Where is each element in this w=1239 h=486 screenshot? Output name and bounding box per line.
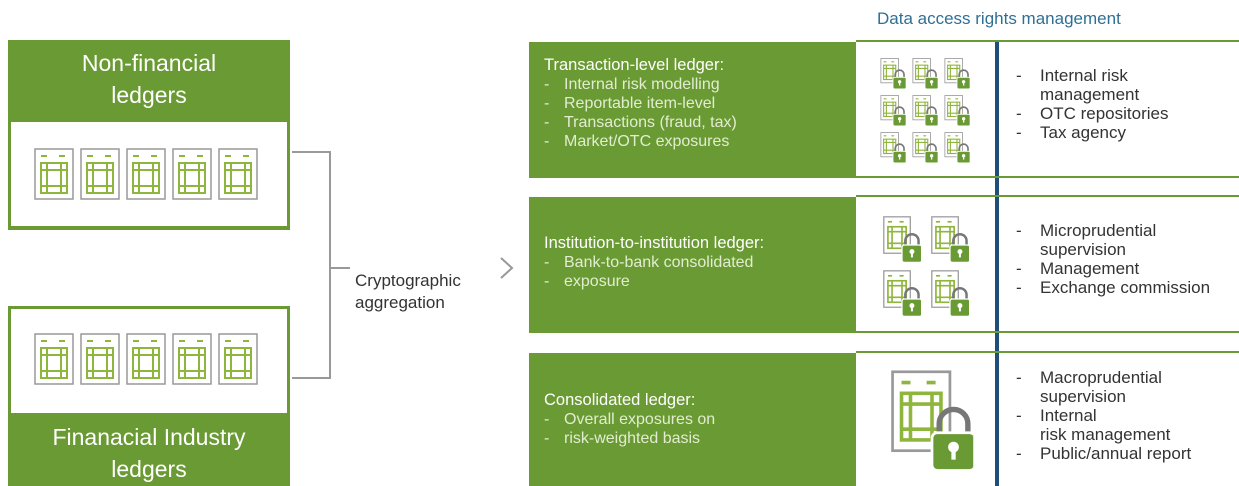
locked-ledger-icon: [912, 58, 938, 90]
row2-top-border: [856, 195, 1239, 197]
institution-ledger-title: Institution-to-institution ledger:: [544, 234, 765, 252]
institution-access-list: Microprudential supervision Management E…: [1016, 221, 1210, 297]
transaction-ledger-icon-grid: [880, 58, 972, 164]
financial-ledger-box: [11, 309, 287, 413]
institution-ledger-icon-grid: [882, 216, 972, 318]
consolidated-ledger-items: Overall exposures on risk-weighted basis: [544, 410, 715, 448]
financial-ledgers-panel: Finanacial Industry ledgers: [8, 306, 290, 486]
locked-ledger-icon: [912, 132, 938, 164]
access-item: Exchange commission: [1016, 278, 1210, 297]
locked-ledger-icon: [944, 95, 970, 127]
access-item: supervision: [1040, 240, 1126, 259]
row1-top-border: [856, 40, 1239, 42]
connector-label-line1: Cryptographic: [355, 271, 461, 290]
locked-ledger-icon: [930, 270, 970, 318]
financial-title: Finanacial Industry ledgers: [8, 421, 290, 485]
connector-line-top: [292, 151, 331, 379]
locked-ledger-icon: [887, 370, 977, 474]
access-item: supervision: [1040, 387, 1126, 406]
row1-bottom-border: [856, 176, 1239, 178]
locked-ledger-icon: [930, 216, 970, 264]
list-item: risk-weighted basis: [544, 429, 715, 448]
transaction-ledger-panel: Transaction-level ledger: Internal risk …: [529, 42, 856, 178]
locked-ledger-icon: [880, 132, 906, 164]
locked-ledger-icon: [944, 132, 970, 164]
list-item: Internal risk modelling: [544, 75, 737, 94]
nonfinancial-title: Non-financial ledgers: [8, 40, 290, 111]
row2-bottom-border: [856, 331, 1239, 333]
locked-ledger-icon: [882, 216, 922, 264]
row3-top-border: [856, 351, 1239, 353]
transaction-ledger-items: Internal risk modelling Reportable item-…: [544, 75, 737, 151]
consolidated-ledger-panel: Consolidated ledger: Overall exposures o…: [529, 353, 856, 486]
locked-ledger-icon: [880, 58, 906, 90]
access-item: management: [1040, 85, 1140, 104]
access-item: OTC repositories: [1016, 104, 1168, 123]
transaction-ledger-title: Transaction-level ledger:: [544, 56, 725, 74]
transaction-access-list: Internal risk management OTC repositorie…: [1016, 66, 1168, 142]
nonfinancial-title-line2: ledgers: [111, 82, 187, 108]
financial-title-line1: Finanacial Industry: [52, 424, 246, 450]
access-item: Internal: [1016, 406, 1191, 425]
access-item: risk management: [1040, 425, 1171, 444]
financial-title-line2: ledgers: [111, 456, 187, 482]
access-item: Internal risk: [1016, 66, 1168, 85]
access-item: Tax agency: [1016, 123, 1168, 142]
access-item: Management: [1016, 259, 1210, 278]
access-item: Microprudential: [1016, 221, 1210, 240]
arrow-right-icon: [500, 257, 514, 279]
locked-ledger-icon: [880, 95, 906, 127]
list-item: Transactions (fraud, tax): [544, 113, 737, 132]
consolidated-access-list: Macroprudential supervision Internal ris…: [1016, 368, 1191, 463]
nonfinancial-title-line1: Non-financial: [81, 50, 217, 76]
connector-label-line2: aggregation: [355, 293, 445, 312]
locked-ledger-icon: [882, 270, 922, 318]
list-item: Bank-to-bank consolidated: [544, 253, 764, 272]
connector-label: Cryptographic aggregation: [355, 270, 461, 314]
nonfinancial-ledgers-panel: Non-financial ledgers: [8, 40, 290, 230]
list-item: Market/OTC exposures: [544, 132, 737, 151]
access-item: Macroprudential: [1016, 368, 1191, 387]
institution-ledger-panel: Institution-to-institution ledger: Bank-…: [529, 197, 856, 333]
access-rights-title: Data access rights management: [877, 9, 1121, 28]
locked-ledger-icon: [944, 58, 970, 90]
list-item: Overall exposures on: [544, 410, 715, 429]
nonfinancial-ledger-box: [11, 122, 287, 226]
institution-ledger-items: Bank-to-bank consolidated exposure: [544, 253, 764, 291]
access-item: Public/annual report: [1016, 444, 1191, 463]
locked-ledger-icon: [912, 95, 938, 127]
access-divider: [995, 42, 999, 486]
aggregation-connector: [292, 151, 514, 379]
consolidated-ledger-title: Consolidated ledger:: [544, 391, 696, 409]
list-item: exposure: [544, 272, 764, 291]
list-item: Reportable item-level: [544, 94, 737, 113]
